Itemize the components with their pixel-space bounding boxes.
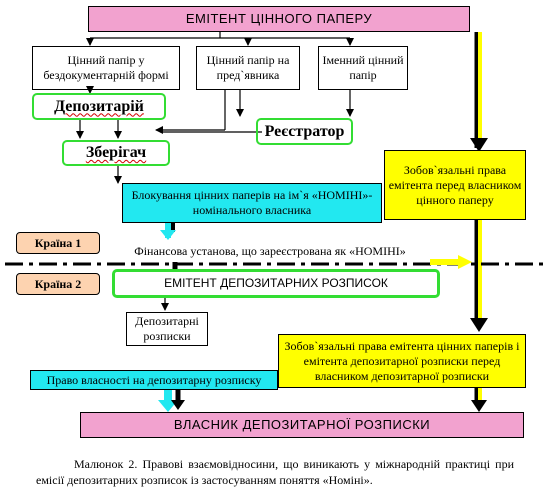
dr-owner-label: ВЛАСНИК ДЕПОЗИТАРНОЇ РОЗПИСКИ — [173, 416, 431, 432]
issuer-obligations-box: Зобов`язальні права емітента перед власн… — [384, 150, 526, 220]
registrar-label: Реєстратор — [264, 122, 345, 140]
issuer-label: ЕМІТЕНТ ЦІННОГО ПАПЕРУ — [185, 10, 373, 26]
blocking-box: Блокування цінних паперів на ім`я «НОМІН… — [122, 183, 382, 223]
dr-obligations-label: Зобов`язальні права емітента цінних папе… — [284, 338, 520, 383]
dr-issuer-label: ЕМІТЕНТ ДЕПОЗИТАРНИХ РОЗПИСОК — [164, 276, 388, 290]
country-1-label: Країна 1 — [34, 235, 82, 250]
country-2-tag: Країна 2 — [16, 273, 100, 295]
registered-security-box: Іменний цінний папір — [318, 46, 408, 90]
depository-box: Депозитарій — [32, 93, 166, 120]
financial-institution-box: Фінансова установа, що зареєстрована як … — [112, 240, 428, 262]
issuer-box: ЕМІТЕНТ ЦІННОГО ПАПЕРУ — [88, 6, 470, 32]
dr-issuer-box: ЕМІТЕНТ ДЕПОЗИТАРНИХ РОЗПИСОК — [112, 269, 440, 298]
book-entry-security-label: Цінний папір у бездокументарній формі — [43, 53, 169, 82]
financial-institution-label: Фінансова установа, що зареєстрована як … — [134, 243, 406, 258]
registrar-box: Реєстратор — [256, 118, 353, 145]
depositary-receipts-box: Депозитарні розписки — [126, 312, 208, 346]
depositary-receipts-label: Депозитарні розписки — [135, 314, 199, 343]
country-2-label: Країна 2 — [34, 276, 82, 291]
figure-caption: Малюнок 2. Правові взаємовідносини, що в… — [36, 456, 514, 488]
country-1-tag: Країна 1 — [16, 232, 100, 254]
ownership-right-box: Право власності на депозитарну розписку — [30, 370, 278, 390]
bearer-security-label: Цінний папір на пред`явника — [206, 53, 290, 82]
issuer-obligations-label: Зобов`язальні права емітента перед власн… — [388, 162, 522, 207]
figure-caption-text: Малюнок 2. Правові взаємовідносини, що в… — [36, 457, 514, 488]
custodian-box: Зберігач — [62, 140, 170, 166]
dr-obligations-box: Зобов`язальні права емітента цінних папе… — [278, 334, 526, 388]
depository-label: Депозитарій — [54, 97, 144, 115]
book-entry-security-box: Цінний папір у бездокументарній формі — [32, 46, 180, 90]
custodian-label: Зберігач — [85, 144, 147, 161]
bearer-security-box: Цінний папір на пред`явника — [196, 46, 300, 90]
ownership-right-label: Право власності на депозитарну розписку — [46, 372, 262, 387]
dr-owner-box: ВЛАСНИК ДЕПОЗИТАРНОЇ РОЗПИСКИ — [80, 412, 524, 438]
blocking-label: Блокування цінних паперів на ім`я «НОМІН… — [131, 188, 373, 217]
registered-security-label: Іменний цінний папір — [322, 53, 404, 82]
